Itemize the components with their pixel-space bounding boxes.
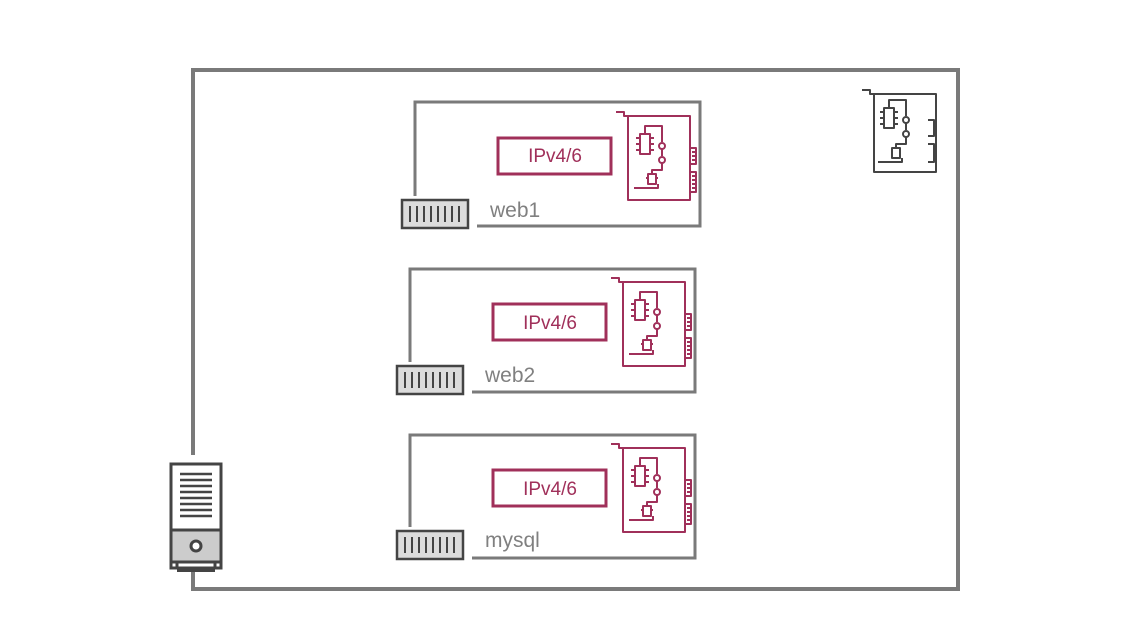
ip-address-box <box>496 136 613 176</box>
host-boundary <box>191 68 960 591</box>
container-name: web2 <box>484 364 535 387</box>
container-boundary <box>408 267 697 394</box>
server-icon <box>169 462 223 572</box>
container-web2: IPv4/6 web2 <box>395 267 697 396</box>
container-mysql: IPv4/6 mysql <box>395 433 697 561</box>
ip-address-box <box>491 468 608 508</box>
container-icon <box>400 198 470 230</box>
container-boundary <box>408 433 697 560</box>
container-icon <box>395 364 465 396</box>
container-icon <box>395 529 465 561</box>
container-name: mysql <box>485 529 540 552</box>
ip-label: IPv4/6 <box>523 313 577 334</box>
network-card-icon <box>610 277 692 367</box>
container-boundary <box>413 100 702 228</box>
ip-address-box <box>491 302 608 342</box>
container-web1: IPv4/6 web1 <box>400 100 702 230</box>
container-name: web1 <box>489 199 540 222</box>
ip-label: IPv4/6 <box>528 146 582 167</box>
network-card-icon <box>615 111 697 201</box>
network-card-icon <box>610 443 692 533</box>
ip-label: IPv4/6 <box>523 479 577 500</box>
network-card-icon <box>862 89 937 173</box>
